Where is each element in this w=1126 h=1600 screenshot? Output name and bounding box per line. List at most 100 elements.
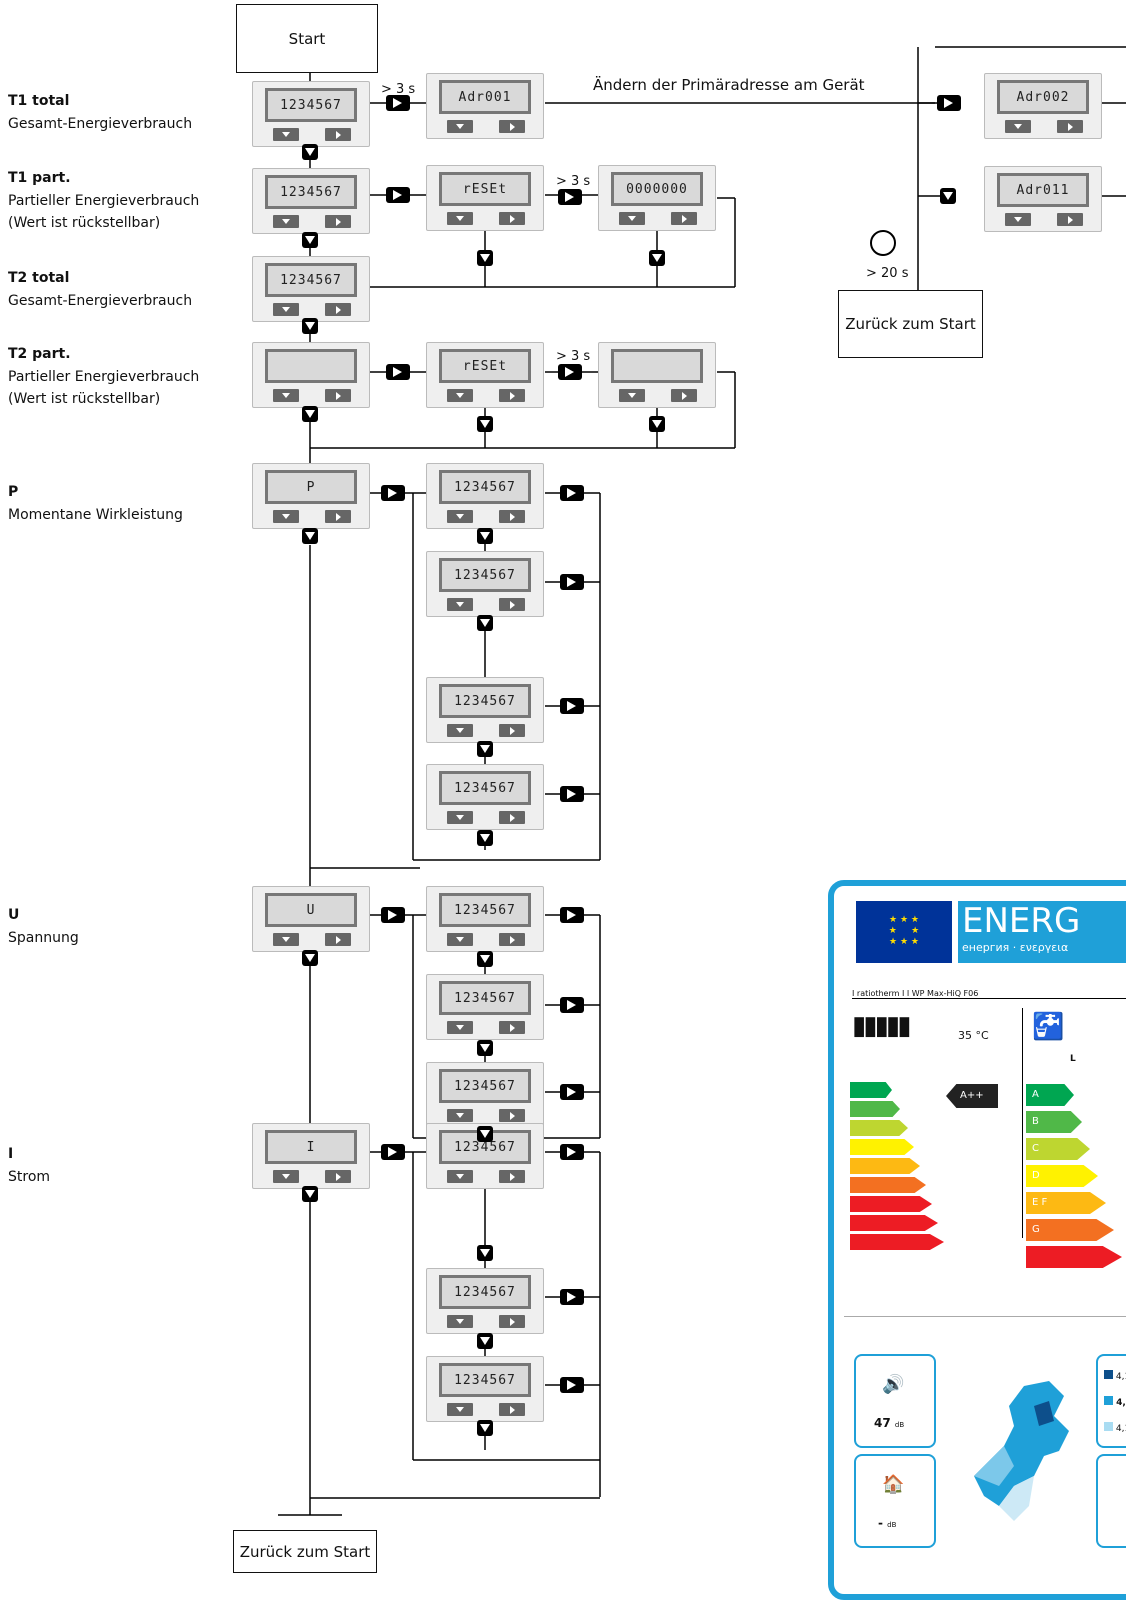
- section-desc-t2-part-note: (Wert ist rückstellbar): [8, 391, 161, 407]
- speaker-outdoor-icon: 🏠: [882, 1474, 905, 1495]
- tap-size: L: [1070, 1054, 1076, 1064]
- radiator-icon: ▮▮▮▮▮: [852, 1011, 912, 1041]
- down-arrow-icon: [302, 1186, 318, 1202]
- section-title-u: U: [8, 907, 20, 923]
- section-desc-t1-total: Gesamt-Energieverbrauch: [8, 116, 193, 132]
- next-arrow-icon: [560, 907, 584, 923]
- meter-display-reset-t2: rESEt: [426, 342, 544, 408]
- meter-display-i-l2: 1234567: [426, 1268, 544, 1334]
- down-arrow-icon: [302, 406, 318, 422]
- down-arrow-icon: [477, 1040, 493, 1056]
- down-arrow-icon: [477, 1333, 493, 1349]
- meter-display-i: I: [252, 1123, 370, 1189]
- down-arrow-icon: [477, 416, 493, 432]
- start-box: Start: [236, 4, 378, 73]
- next-arrow-icon: [937, 95, 961, 111]
- section-desc-t2-total: Gesamt-Energieverbrauch: [8, 293, 193, 309]
- water-heating-scale: A B C D E F G: [1026, 1084, 1122, 1268]
- next-arrow-icon: [560, 1144, 584, 1160]
- meter-display-zero-t1: 0000000: [598, 165, 716, 231]
- meter-display-i-l3: 1234567: [426, 1356, 544, 1422]
- down-arrow-icon: [477, 1420, 493, 1436]
- heating-scale: [850, 1082, 944, 1250]
- energy-label: ★ ★ ★★ ★★ ★ ★ ENERG енергия · ενεργεια I…: [828, 880, 1126, 1600]
- next-arrow-icon: [558, 364, 582, 380]
- down-arrow-icon: [302, 318, 318, 334]
- section-divider: [844, 1316, 1126, 1317]
- meter-display-address: Adr001: [426, 73, 544, 139]
- climate-legend: 4,1 4,1 4,1: [1096, 1354, 1126, 1448]
- flow-temperature: 35 °C: [958, 1029, 989, 1042]
- next-arrow-icon: [381, 1144, 405, 1160]
- hold-3s-label: > 3 s: [556, 349, 591, 364]
- section-desc-i: Strom: [8, 1169, 51, 1185]
- next-arrow-icon: [558, 189, 582, 205]
- meter-display-t1-total: 1234567: [252, 81, 370, 147]
- down-arrow-icon: [477, 250, 493, 266]
- section-title-i: I: [8, 1146, 14, 1162]
- next-arrow-icon: [381, 907, 405, 923]
- section-desc-t1-part-note: (Wert ist rückstellbar): [8, 215, 161, 231]
- eu-flag-icon: ★ ★ ★★ ★★ ★ ★: [856, 901, 952, 963]
- change-address-label: Ändern der Primäradresse am Gerät: [593, 76, 865, 94]
- meter-display-reset-t1: rESEt: [426, 165, 544, 231]
- down-arrow-icon: [302, 528, 318, 544]
- meter-display-adr011: Adr011: [984, 166, 1102, 232]
- down-arrow-icon: [940, 188, 956, 204]
- section-desc-p: Momentane Wirkleistung: [8, 507, 183, 523]
- next-arrow-icon: [381, 485, 405, 501]
- meter-display-u-l1: 1234567: [426, 886, 544, 952]
- down-arrow-icon: [302, 232, 318, 248]
- next-arrow-icon: [560, 574, 584, 590]
- next-arrow-icon: [386, 187, 410, 203]
- next-arrow-icon: [560, 997, 584, 1013]
- meter-display-p-total: 1234567: [426, 764, 544, 830]
- down-arrow-icon: [302, 950, 318, 966]
- next-arrow-icon: [386, 364, 410, 380]
- meter-display-adr002: Adr002: [984, 73, 1102, 139]
- section-title-t1-total: T1 total: [8, 93, 70, 109]
- sound-outdoor-box: 🏠 - dB: [854, 1454, 936, 1548]
- meter-display-t2-part: [252, 342, 370, 408]
- meter-display-p-l1: 1234567: [426, 463, 544, 529]
- timer-box: [1096, 1454, 1126, 1548]
- down-arrow-icon: [477, 615, 493, 631]
- europe-map: [954, 1376, 1084, 1526]
- hold-3s-label: > 3 s: [556, 174, 591, 189]
- meter-display-t1-part: 1234567: [252, 168, 370, 234]
- down-arrow-icon: [477, 951, 493, 967]
- hold-3s-label: > 3 s: [381, 82, 416, 97]
- next-arrow-icon: [560, 485, 584, 501]
- section-desc-t2-part: Partieller Energieverbrauch: [8, 369, 200, 385]
- meter-display-u-l3: 1234567: [426, 1062, 544, 1128]
- back-to-start-box-top: Zurück zum Start: [838, 290, 983, 358]
- tap-icon: 🚰: [1032, 1012, 1065, 1042]
- next-arrow-icon: [560, 1289, 584, 1305]
- section-title-t2-part: T2 part.: [8, 346, 71, 362]
- next-arrow-icon: [386, 95, 410, 111]
- energ-banner: ENERG енергия · ενεργεια: [958, 901, 1126, 963]
- meter-display-t2-total: 1234567: [252, 256, 370, 322]
- meter-display-p-l3: 1234567: [426, 677, 544, 743]
- label-divider: [1022, 1008, 1023, 1238]
- section-title-p: P: [8, 484, 19, 500]
- section-desc-t1-part: Partieller Energieverbrauch: [8, 193, 200, 209]
- down-arrow-icon: [477, 1245, 493, 1261]
- down-arrow-icon: [302, 144, 318, 160]
- timer-label: > 20 s: [866, 266, 909, 281]
- section-desc-u: Spannung: [8, 930, 79, 946]
- down-arrow-icon: [477, 528, 493, 544]
- down-arrow-icon: [477, 1126, 493, 1142]
- meter-display-u: U: [252, 886, 370, 952]
- heating-class-indicator: A++: [946, 1084, 998, 1108]
- speaker-house-icon: 🔊: [882, 1374, 905, 1395]
- model-name: I ratiotherm I I WP Max-HiQ F06: [852, 989, 1126, 999]
- meter-display-p-l2: 1234567: [426, 551, 544, 617]
- next-arrow-icon: [560, 786, 584, 802]
- down-arrow-icon: [477, 830, 493, 846]
- sound-indoor-box: 🔊 47 dB: [854, 1354, 936, 1448]
- next-arrow-icon: [560, 1377, 584, 1393]
- next-arrow-icon: [560, 698, 584, 714]
- meter-display-u-l2: 1234567: [426, 974, 544, 1040]
- down-arrow-icon: [649, 250, 665, 266]
